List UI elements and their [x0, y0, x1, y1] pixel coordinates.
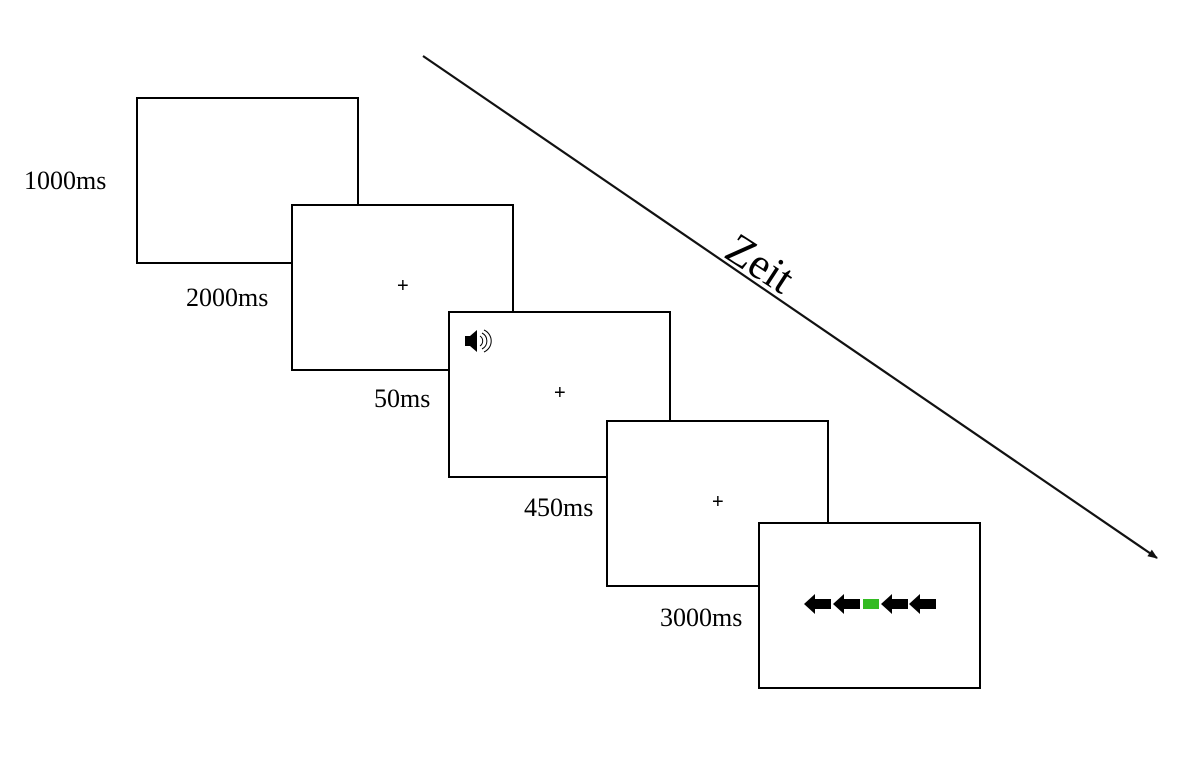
duration-label-1: 1000ms: [24, 166, 107, 195]
speaker-icon: [465, 329, 492, 353]
time-axis-label: Zeit: [716, 223, 804, 304]
left-arrow-icon: [881, 594, 908, 614]
duration-label-2: 2000ms: [186, 283, 269, 312]
left-arrow-icon: [909, 594, 936, 614]
flanker-stimulus-row: [804, 592, 938, 616]
duration-label-5: 3000ms: [660, 603, 743, 632]
fixation-cross: +: [554, 382, 566, 404]
fixation-cross: +: [397, 275, 409, 297]
left-arrow-icon: [833, 594, 860, 614]
target-square-icon: [863, 599, 879, 609]
fixation-cross: +: [712, 491, 724, 513]
duration-label-4: 450ms: [524, 493, 594, 522]
duration-label-3: 50ms: [374, 384, 431, 413]
left-arrow-icon: [804, 594, 831, 614]
